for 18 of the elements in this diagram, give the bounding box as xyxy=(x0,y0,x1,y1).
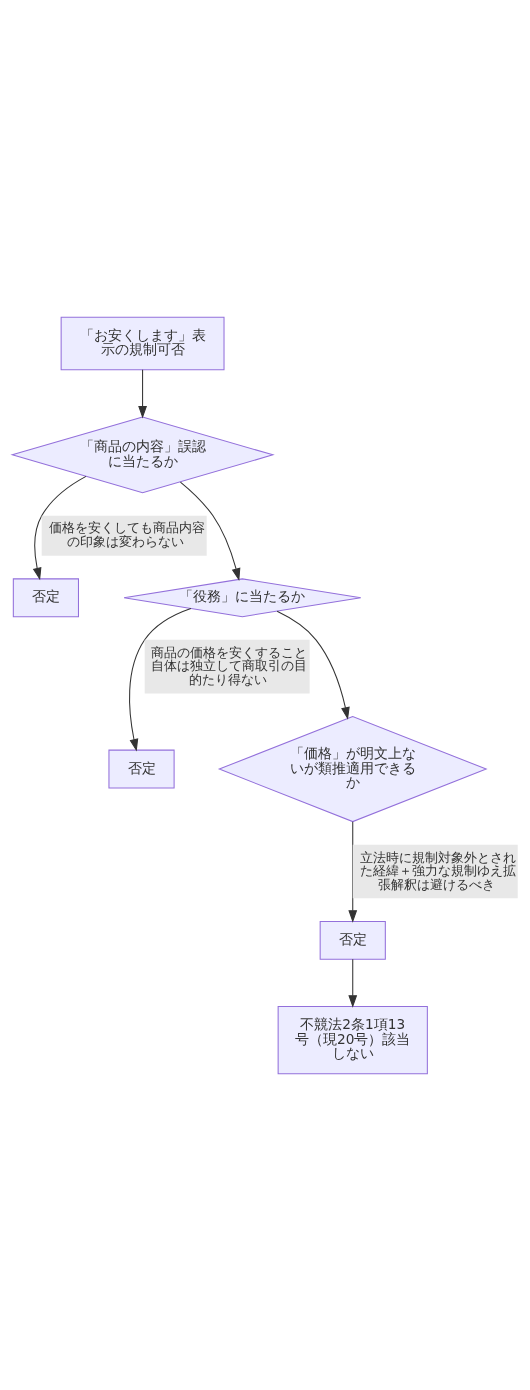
node-diamond: 「商品の内容」誤認に当たるか xyxy=(10,416,275,493)
node-box: 否定 xyxy=(319,920,386,960)
node-box: 「お安くします」表示の規制可否 xyxy=(60,316,225,370)
node-diamond: 「役務」に当たるか xyxy=(123,577,362,617)
arrow xyxy=(179,481,241,581)
arrow xyxy=(348,958,358,1008)
node-diamond: 「価格」が明文上ないが類推適用できるか xyxy=(217,715,488,822)
node-box: 否定 xyxy=(108,749,175,788)
edge-label: 立法時に規制対象外とされた経緯＋強力な規制ゆえ拡張解釈は避けるべき xyxy=(359,849,516,892)
arrow xyxy=(276,610,350,720)
arrow xyxy=(138,368,147,419)
arrow xyxy=(129,607,192,752)
edge-label: 商品の価格を安くすること自体は独立して商取引の目的たり得ない xyxy=(151,644,308,687)
arrow xyxy=(348,820,358,923)
node-box: 不競法2条1項13号（現20号）該当しない xyxy=(277,1005,428,1074)
arrow xyxy=(32,475,87,580)
node-box: 否定 xyxy=(12,577,79,617)
edge-label: 価格を安くしても商品内容の印象は変わらない xyxy=(48,519,205,549)
